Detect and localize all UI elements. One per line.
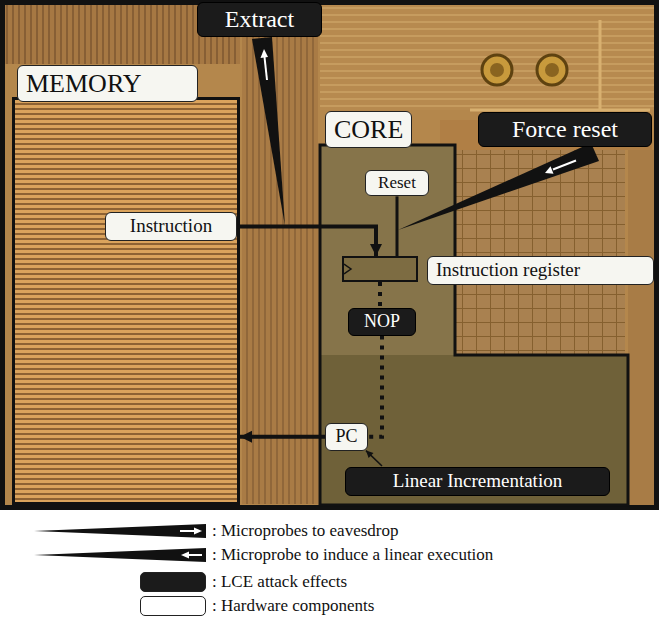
box-label: Force reset — [487, 115, 643, 144]
core-fill — [320, 355, 628, 505]
attack-effect-box: Linear Incrementation — [345, 467, 610, 496]
connector — [368, 336, 382, 437]
die-texture — [320, 4, 654, 110]
legend-swatch — [140, 572, 206, 592]
arrow-head — [366, 451, 373, 458]
bond-pad — [545, 63, 559, 77]
legend-text: : Microprobes to eavesdrop — [212, 520, 398, 542]
legend-swatch — [140, 596, 206, 616]
memory-region: MEMORY — [12, 97, 240, 505]
connector-line — [378, 282, 382, 308]
component-box: PC — [325, 423, 368, 451]
microprobe — [398, 143, 599, 230]
box-label: NOP — [357, 311, 407, 333]
connector — [240, 431, 325, 443]
legend-text: : LCE attack effects — [212, 571, 347, 593]
box-label: PC — [334, 426, 359, 448]
die-texture — [628, 150, 654, 505]
microprobe — [252, 37, 285, 226]
connector-line — [396, 196, 399, 256]
probe-arrow — [553, 161, 576, 170]
legend-probe — [34, 548, 206, 562]
clock-symbol — [344, 264, 351, 274]
clock-symbol — [344, 258, 356, 280]
box-label: Linear Incrementation — [354, 470, 601, 493]
legend-arrow — [188, 554, 202, 556]
probe-arrow — [265, 57, 268, 80]
bond-pad — [482, 55, 512, 85]
arrow-head — [240, 431, 252, 443]
legend-arrow — [180, 530, 195, 532]
region-label: MEMORY — [17, 65, 198, 102]
region-label: CORE — [325, 111, 412, 148]
connector-line — [366, 451, 382, 466]
register-box: Instruction register — [342, 256, 418, 282]
bond-pad — [537, 55, 567, 85]
connector — [366, 451, 382, 466]
attack-effect-box: NOP — [348, 308, 416, 336]
die-frame — [3, 3, 657, 508]
die-wire — [599, 20, 602, 110]
connector-line — [368, 336, 382, 437]
legend-text: : Hardware components — [212, 595, 374, 617]
connector-line — [240, 435, 325, 439]
attack-effect-box: Force reset — [478, 112, 652, 147]
legend-arrow — [181, 552, 189, 559]
box-label: Extract — [206, 5, 313, 34]
connector — [397, 196, 398, 256]
legend-text: : Microprobe to induce a linear executio… — [212, 544, 493, 566]
bond-pad — [490, 63, 504, 77]
box-label: Instruction — [114, 215, 228, 238]
die-ground — [0, 0, 659, 510]
region-label: Instruction register — [427, 256, 654, 285]
probe-arrow — [545, 166, 554, 173]
box-label: Reset — [374, 173, 420, 193]
component-box: Instruction — [105, 212, 237, 241]
die-texture — [242, 4, 318, 504]
arrow-head — [370, 244, 382, 256]
connector-line — [237, 226, 376, 256]
connector — [237, 226, 382, 256]
probe-arrow — [261, 49, 269, 58]
component-box: Reset — [365, 170, 429, 196]
legend-arrow — [194, 528, 202, 535]
legend-probe — [34, 524, 206, 538]
attack-effect-box: Extract — [197, 2, 322, 37]
connector — [380, 282, 381, 308]
